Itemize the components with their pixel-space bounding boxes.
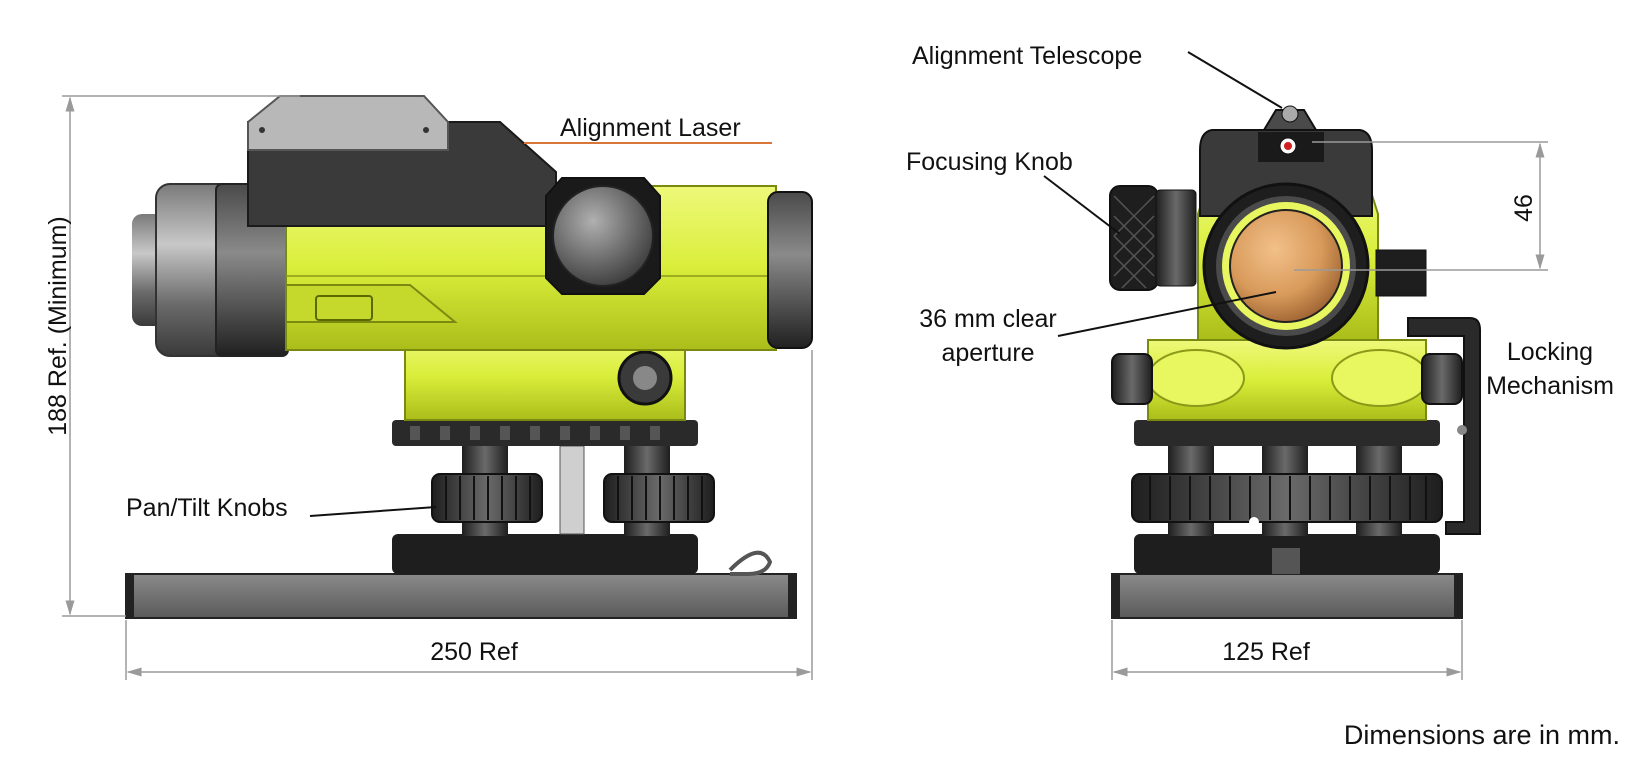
alignment-telescope-label: Alignment Telescope bbox=[912, 42, 1142, 70]
front-focusing-knob bbox=[1109, 185, 1159, 291]
front-objective-lens bbox=[1229, 209, 1343, 323]
focusing-knob-leader-line bbox=[1043, 175, 1121, 235]
front-pan-tilt-knobs bbox=[1131, 473, 1443, 523]
side-laser-window bbox=[247, 95, 449, 151]
front-alignment-telescope bbox=[1281, 105, 1299, 123]
side-view bbox=[125, 95, 813, 619]
clear-aperture-label-line2: aperture bbox=[941, 339, 1034, 367]
locking-mechanism-label-line1: Locking bbox=[1507, 338, 1593, 366]
focusing-knob-label: Focusing Knob bbox=[906, 148, 1073, 176]
pan-tilt-knobs-label: Pan/Tilt Knobs bbox=[126, 494, 288, 522]
side-base-plate bbox=[125, 573, 797, 619]
front-tribrach bbox=[1134, 420, 1440, 446]
side-hook bbox=[728, 550, 773, 576]
side-width-dimension-label: 250 Ref bbox=[430, 638, 518, 666]
telescope-offset-dimension-label: 46 bbox=[1510, 194, 1538, 222]
front-dimensions bbox=[1111, 141, 1548, 680]
locking-mechanism-label-line2: Mechanism bbox=[1486, 372, 1614, 400]
front-width-dimension-label: 125 Ref bbox=[1222, 638, 1310, 666]
front-view bbox=[1043, 51, 1481, 619]
locking-mechanism bbox=[1407, 317, 1481, 535]
units-note: Dimensions are in mm. bbox=[1344, 720, 1620, 750]
side-bottom-disc bbox=[392, 534, 698, 574]
front-side-knob-right bbox=[1421, 353, 1463, 405]
side-objective bbox=[767, 191, 813, 349]
front-side-knob-left bbox=[1111, 353, 1153, 405]
pan-tilt-leader-line bbox=[309, 506, 437, 517]
height-dimension-label: 188 Ref. (Minimum) bbox=[44, 216, 72, 436]
alignment-telescope-leader-line bbox=[1187, 51, 1283, 109]
alignment-laser-label: Alignment Laser bbox=[560, 114, 741, 142]
clear-aperture-leader-line bbox=[1057, 291, 1277, 337]
clear-aperture-label-line1: 36 mm clear bbox=[919, 305, 1057, 333]
front-base-plate bbox=[1111, 573, 1463, 619]
side-dimensions bbox=[62, 95, 813, 680]
